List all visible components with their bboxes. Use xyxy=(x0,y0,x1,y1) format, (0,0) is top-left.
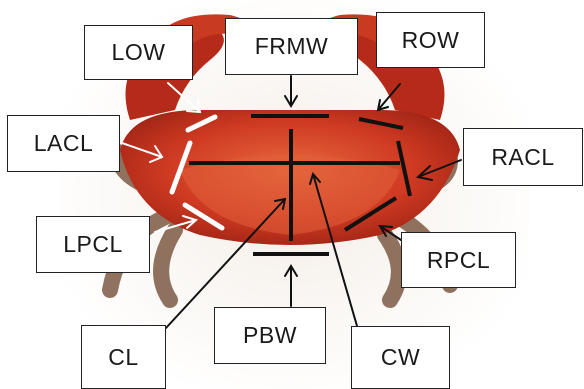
cl-label: CL xyxy=(81,325,166,389)
rpcl-label: RPCL xyxy=(401,232,516,288)
pbw-label: PBW xyxy=(214,307,326,364)
cw-label: CW xyxy=(351,326,450,389)
frmw-label: FRMW xyxy=(225,18,358,75)
row-label: ROW xyxy=(376,12,485,68)
lpcl-label: LPCL xyxy=(36,216,150,273)
low-label: LOW xyxy=(84,25,193,80)
lacl-label: LACL xyxy=(7,115,120,172)
racl-label: RACL xyxy=(463,128,583,186)
